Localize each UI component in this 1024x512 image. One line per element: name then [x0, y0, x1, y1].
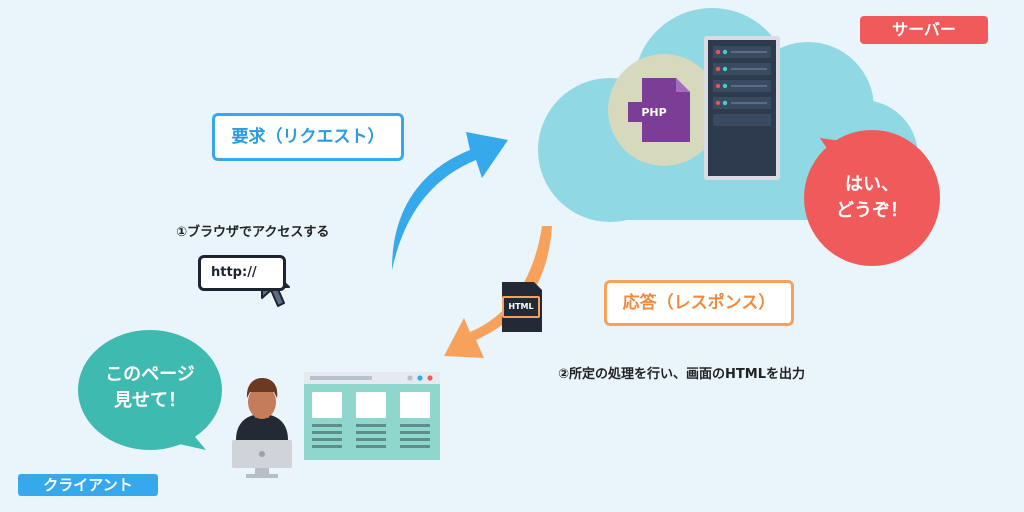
server-bubble-line-1: はい、 [845, 174, 899, 195]
html-file-icon [502, 282, 542, 332]
client-bubble-line-1: このページ [105, 364, 195, 385]
url-bar: http:// [198, 255, 286, 291]
html-badge: HTML [502, 296, 540, 318]
client-tag: クライアント [18, 474, 158, 496]
server-speech-bubble [804, 130, 940, 266]
server-tag: サーバー [860, 16, 988, 44]
step-2-text: ②所定の処理を行い、画面のHTMLを出力 [558, 367, 805, 382]
response-label: 応答（レスポンス） [604, 280, 794, 326]
step-1-text: ①ブラウザでアクセスする [176, 225, 330, 240]
php-badge: PHP [641, 106, 667, 119]
browser-window-icon [304, 372, 440, 460]
client-speech-bubble [78, 330, 222, 450]
php-file-icon [628, 78, 690, 142]
user-at-computer-icon [232, 378, 292, 478]
request-arrow [392, 132, 508, 270]
client-bubble-line-2: 見せて！ [114, 390, 186, 411]
request-label: 要求（リクエスト） [212, 113, 404, 161]
server-bubble-line-2: どうぞ！ [836, 200, 908, 221]
server-bubble-text: はい、 どうぞ！ [806, 172, 938, 224]
server-rack-icon [704, 36, 780, 180]
client-bubble-text: このページ 見せて！ [86, 362, 214, 414]
